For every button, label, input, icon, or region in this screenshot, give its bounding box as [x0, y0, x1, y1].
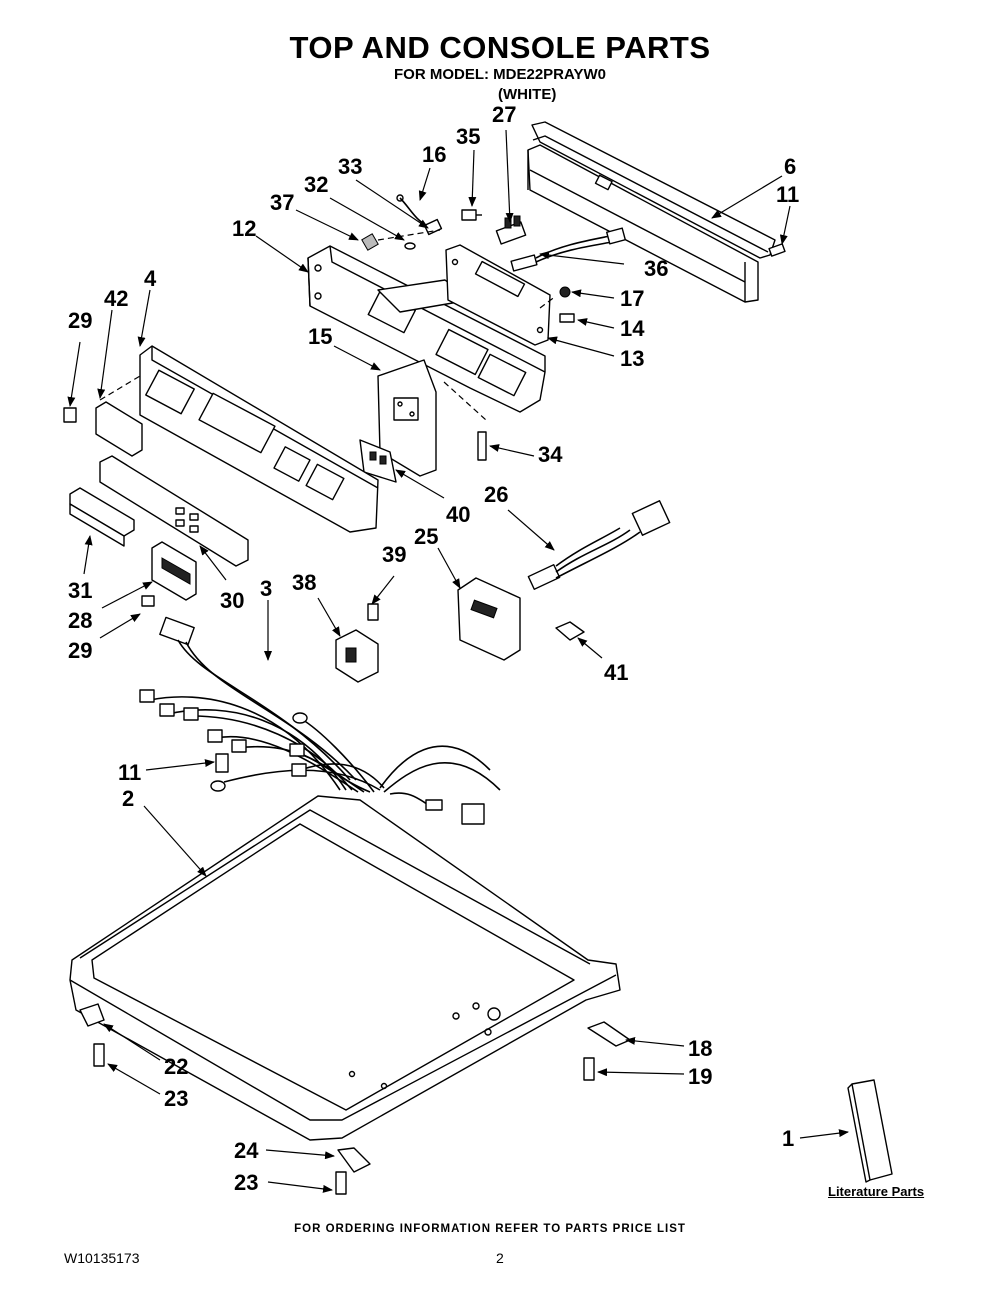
- callout-31: 31: [68, 578, 92, 603]
- page-number: 2: [496, 1250, 504, 1266]
- thermistor-16: [396, 194, 443, 236]
- callout-34: 34: [538, 442, 563, 467]
- screw-11-top: [768, 243, 786, 257]
- knob-17: [559, 286, 571, 298]
- callout-6: 6: [784, 154, 796, 179]
- callout-3: 3: [260, 576, 272, 601]
- cover-28: [151, 541, 197, 601]
- main-wire-harness-3: [139, 616, 501, 825]
- callout-42: 42: [104, 286, 128, 311]
- callout-25: 25: [414, 524, 438, 549]
- electronic-control-board: [445, 244, 551, 346]
- board-15: [377, 359, 437, 477]
- callout-26: 26: [484, 482, 508, 507]
- callout-24: 24: [234, 1138, 259, 1163]
- callout-2: 2: [122, 786, 134, 811]
- overlay-30: [99, 455, 249, 567]
- callout-4: 4: [144, 266, 157, 291]
- bracket-24: [337, 1147, 371, 1173]
- console-panel-4: [139, 345, 379, 533]
- callout-27: 27: [492, 102, 516, 127]
- callout-1: 1: [782, 1126, 794, 1151]
- callout-32: 32: [304, 172, 328, 197]
- callout-28: 28: [68, 608, 92, 633]
- callout-30: 30: [220, 588, 244, 613]
- screw-35: [461, 209, 482, 221]
- callout-17: 17: [620, 286, 644, 311]
- panel-31: [69, 487, 135, 547]
- callout-23: 23: [164, 1086, 188, 1111]
- document-number: W10135173: [64, 1250, 140, 1266]
- rear-console-bracket: [527, 121, 776, 303]
- leader-lines: [67, 129, 849, 1193]
- callout-11-lower: 11: [118, 760, 141, 785]
- screw-23-left: [93, 1043, 105, 1067]
- callout-35: 35: [456, 124, 480, 149]
- screw-29-lower: [141, 595, 155, 607]
- callout-19: 19: [688, 1064, 712, 1089]
- hinge-22: [79, 1003, 105, 1027]
- page-title: TOP AND CONSOLE PARTS: [289, 30, 711, 65]
- color-subtitle: (WHITE): [498, 86, 557, 103]
- callout-labels: 27 35 16 33 32 37 12 6 11 36 17 14 13 15…: [68, 102, 799, 1195]
- callout-29-lower: 29: [68, 638, 92, 663]
- screw-11-lower: [215, 753, 229, 773]
- callout-38: 38: [292, 570, 316, 595]
- callout-41: 41: [604, 660, 628, 685]
- callout-29: 29: [68, 308, 92, 333]
- ordering-note: FOR ORDERING INFORMATION REFER TO PARTS …: [294, 1223, 686, 1235]
- bracket-18: [587, 1021, 631, 1047]
- knob-37: [361, 233, 379, 251]
- callout-16: 16: [422, 142, 446, 167]
- callout-14: 14: [620, 316, 645, 341]
- bracket-41: [555, 621, 585, 641]
- literature-parts-label: Literature Parts: [828, 1184, 925, 1199]
- top-panel-2: [69, 795, 621, 1141]
- callout-23-bottom: 23: [234, 1170, 258, 1195]
- callout-18: 18: [688, 1036, 712, 1061]
- console-housing: [307, 245, 546, 413]
- callout-12: 12: [232, 216, 256, 241]
- part-34: [477, 431, 487, 461]
- callout-22: 22: [164, 1054, 188, 1079]
- switch-40: [359, 439, 397, 483]
- wire-harness-36: [510, 227, 626, 272]
- callout-15: 15: [308, 324, 332, 349]
- callout-13: 13: [620, 346, 644, 371]
- model-subtitle: FOR MODEL: MDE22PRAYW0: [394, 66, 606, 83]
- callout-33: 33: [338, 154, 362, 179]
- module-25: [457, 577, 521, 661]
- callout-39: 39: [382, 542, 406, 567]
- screw-14: [559, 313, 575, 323]
- literature-booklet-1: [847, 1079, 893, 1183]
- callout-11: 11: [776, 182, 799, 207]
- screw-29-left: [63, 407, 77, 423]
- screw-39: [367, 603, 379, 621]
- callout-40: 40: [446, 502, 470, 527]
- connector-27: [495, 215, 527, 245]
- screw-23-bottom: [335, 1171, 347, 1195]
- callout-36: 36: [644, 256, 668, 281]
- harness-26: [527, 500, 671, 590]
- washer-32: [404, 242, 416, 250]
- callout-37: 37: [270, 190, 294, 215]
- overlay-42: [95, 401, 143, 457]
- relay-38: [335, 629, 379, 683]
- screw-19: [583, 1057, 595, 1081]
